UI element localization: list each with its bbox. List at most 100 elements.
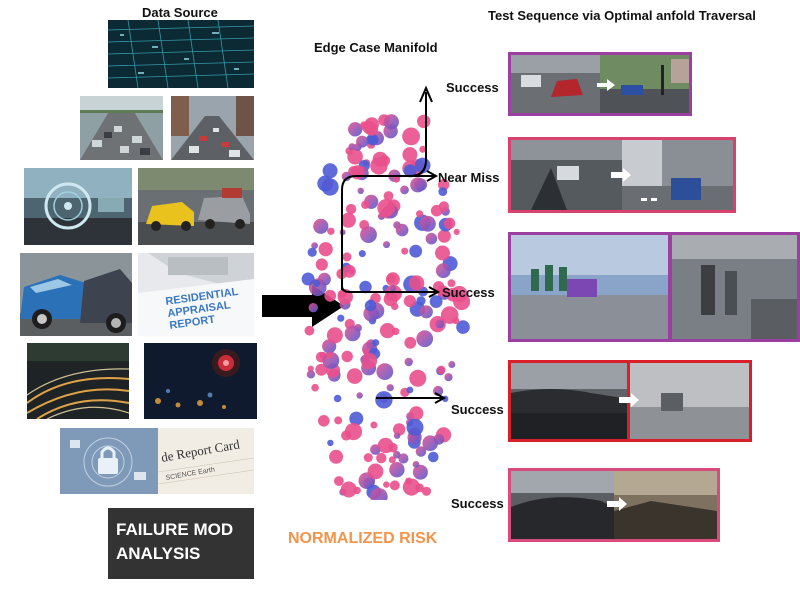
risk-dot: [393, 450, 401, 459]
outcome-label-2: Near Miss: [438, 170, 500, 185]
test-frame-4: [508, 360, 752, 442]
risk-dot: [409, 369, 427, 387]
test-frame-5: [508, 468, 720, 542]
failure-mode-line1: FAILURE MOD: [116, 520, 234, 539]
risk-dot: [443, 217, 456, 229]
risk-dot: [406, 386, 414, 394]
risk-dot: [341, 171, 352, 182]
risk-dot: [422, 435, 438, 452]
risk-dot: [366, 134, 377, 145]
edge-case-manifold-plot: [301, 85, 470, 500]
risk-dot: [304, 325, 315, 336]
risk-dot: [340, 212, 356, 228]
risk-dot: [401, 247, 409, 255]
failure-mode-analysis-box: FAILURE MOD ANALYSIS: [108, 508, 254, 579]
blue-car-collision-image: [20, 253, 132, 336]
risk-dot: [361, 200, 370, 209]
risk-dot: [409, 244, 423, 258]
risk-dot: [372, 151, 388, 167]
normalized-risk-label: NORMALIZED RISK: [288, 530, 438, 547]
risk-dot: [306, 370, 316, 379]
risk-dot: [415, 483, 424, 493]
risk-dot: [435, 319, 445, 329]
risk-dot: [417, 114, 431, 129]
risk-dot: [398, 453, 409, 464]
risk-dot: [318, 242, 333, 257]
frame-transition-arrow-icon: [597, 79, 615, 91]
risk-dot: [357, 187, 364, 194]
risk-dot: [322, 163, 338, 179]
risk-dot: [437, 285, 449, 297]
risk-dot: [389, 285, 396, 292]
security-lock-image: [60, 428, 158, 494]
risk-dot: [438, 201, 449, 212]
test-frame-2: [508, 137, 736, 213]
outcome-label-3: Success: [442, 285, 495, 300]
risk-dot: [416, 330, 434, 348]
risk-dot: [358, 250, 366, 258]
highway-traffic-image: [80, 96, 163, 160]
risk-dot: [412, 464, 428, 480]
big-right-arrow-icon: [262, 285, 344, 327]
risk-dot: [404, 336, 417, 349]
risk-dot: [307, 365, 314, 372]
test-frame-1: [508, 52, 692, 116]
risk-dot: [364, 299, 377, 312]
risk-dot: [350, 165, 365, 180]
risk-dot: [346, 368, 363, 384]
risk-dot: [409, 275, 425, 291]
risk-dot: [419, 305, 433, 319]
data-source-title: Data Source: [142, 5, 218, 20]
risk-dot: [334, 416, 343, 425]
frame-transition-arrow-icon: [611, 168, 631, 182]
risk-dot: [403, 295, 416, 308]
risk-dot: [329, 449, 344, 464]
risk-dot: [376, 363, 394, 380]
risk-dot: [406, 418, 424, 436]
risk-dot: [403, 164, 417, 178]
risk-dot: [444, 373, 453, 382]
risk-dot: [348, 122, 363, 137]
risk-dot: [416, 296, 426, 306]
risk-dot: [383, 191, 394, 201]
appraisal-report-image: RESIDENTIAL APPRAISAL REPORT: [138, 253, 254, 336]
car-crash-yellow-image: [138, 168, 254, 245]
risk-dot: [446, 287, 461, 302]
risk-dot: [428, 451, 439, 463]
test-sequence-title: Test Sequence via Optimal anfold Travers…: [488, 8, 756, 23]
test-frame-3: [508, 232, 800, 342]
risk-dot: [370, 421, 378, 429]
risk-dot: [376, 452, 387, 464]
risk-dot: [348, 143, 356, 151]
risk-dot: [377, 199, 396, 217]
risk-dot: [372, 339, 380, 347]
risk-dot: [342, 264, 356, 278]
risk-dot: [395, 223, 409, 237]
risk-dot: [438, 179, 450, 191]
risk-dot: [415, 446, 427, 457]
risk-dot: [344, 423, 363, 441]
risk-dot: [324, 289, 337, 302]
risk-dot: [393, 423, 406, 436]
risk-dot: [360, 226, 377, 244]
risk-dot: [402, 147, 418, 163]
risk-dot: [333, 394, 342, 403]
risk-dot: [383, 241, 390, 249]
risk-dot: [364, 117, 379, 132]
risk-dot: [375, 391, 393, 409]
risk-dot: [410, 177, 426, 193]
risk-dot: [392, 175, 401, 183]
risk-dot: [400, 185, 409, 195]
risk-dot: [359, 280, 372, 294]
risk-dot: [429, 295, 443, 308]
risk-dot: [334, 476, 344, 486]
risk-dot: [353, 486, 361, 495]
risk-dot: [456, 320, 470, 334]
risk-dot: [356, 392, 363, 399]
risk-dot: [383, 114, 399, 130]
risk-dot: [383, 292, 398, 307]
risk-dot: [327, 227, 335, 235]
night-camera-image: [144, 343, 257, 419]
risk-dot: [412, 461, 420, 468]
risk-dot: [435, 263, 451, 279]
